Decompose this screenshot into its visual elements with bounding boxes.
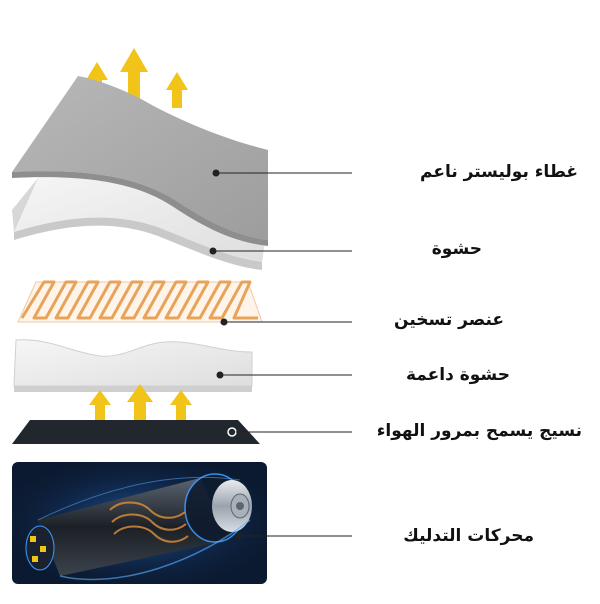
arrow-up-icon (127, 384, 153, 424)
leader-dot (234, 532, 242, 540)
heating-wire (20, 280, 258, 320)
arrow-up-icon (166, 72, 188, 108)
label-heating-element: عنصر تسخين (394, 310, 504, 330)
leader-dot (216, 371, 224, 379)
arrow-up-icon (89, 390, 111, 420)
label-breathable-mesh: نسيج يسمح بمرور الهواء (376, 421, 582, 441)
arrow-up-icon (170, 390, 192, 420)
leader-dot (209, 247, 217, 255)
label-cover: غطاء بوليستر ناعم (420, 162, 578, 182)
leader-lines (209, 169, 352, 540)
label-massage-motors: محركات التدليك (403, 526, 534, 546)
leader-dot (212, 169, 220, 177)
label-support-filling: حشوة داعمة (405, 365, 510, 385)
massage-motor-panel (12, 462, 267, 584)
heat-arrows-top (86, 48, 188, 108)
filling-layer (12, 174, 265, 270)
label-filling: حشوة (431, 239, 482, 259)
heating-element (17, 280, 263, 323)
heat-arrows-middle (89, 384, 192, 424)
leader-dot (220, 318, 228, 326)
mesh-layer (12, 420, 260, 444)
support-filling-layer (13, 339, 253, 392)
arrow-up-icon (86, 62, 108, 98)
cover-layer (12, 76, 268, 246)
arrow-up-icon (120, 48, 148, 102)
